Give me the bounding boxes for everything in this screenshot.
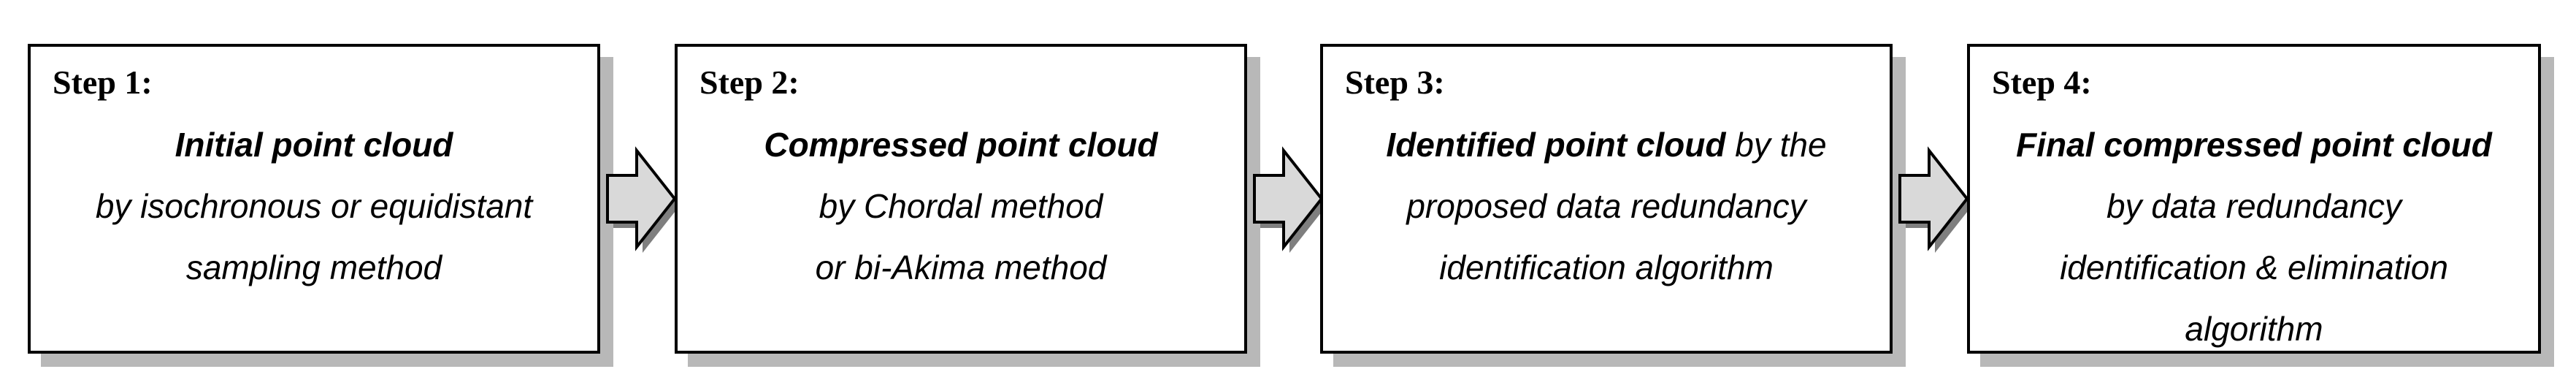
step-1-line-2: by isochronous or equidistant bbox=[31, 175, 597, 237]
step-4-line-1: Final compressed point cloud bbox=[1970, 114, 2538, 175]
step-4-line-1-bold: Final compressed point cloud bbox=[2016, 126, 2492, 164]
step-3-description: Identified point cloud by the proposed d… bbox=[1323, 114, 1890, 298]
arrow-right-icon bbox=[606, 146, 681, 253]
step-2-line-1-bold: Compressed point cloud bbox=[764, 126, 1158, 164]
step-1-box: Step 1: Initial point cloud by isochrono… bbox=[28, 44, 600, 354]
step-3-line-1-bold: Identified point cloud bbox=[1386, 126, 1726, 164]
step-4-line-2: by data redundancy bbox=[1970, 175, 2538, 237]
step-1-line-1: Initial point cloud bbox=[31, 114, 597, 175]
step-2-box: Step 2: Compressed point cloud by Chorda… bbox=[675, 44, 1247, 354]
step-1-line-1-bold: Initial point cloud bbox=[175, 126, 453, 164]
step-4-box: Step 4: Final compressed point cloud by … bbox=[1967, 44, 2541, 354]
step-2-title: Step 2: bbox=[699, 64, 800, 101]
step-2-line-3-text: or bi-Akima method bbox=[815, 248, 1107, 286]
step-3-box: Step 3: Identified point cloud by the pr… bbox=[1320, 44, 1893, 354]
step-1-line-2-text: by isochronous or equidistant bbox=[95, 187, 533, 225]
step-4-line-4: algorithm bbox=[1970, 298, 2538, 360]
step-3-line-1-text: by the bbox=[1725, 126, 1827, 164]
step-3-line-3-text: identification algorithm bbox=[1439, 248, 1774, 286]
step-2-line-2: by Chordal method bbox=[678, 175, 1244, 237]
step-4-title: Step 4: bbox=[1992, 64, 2092, 101]
step-3-title: Step 3: bbox=[1345, 64, 1445, 101]
step-4-line-3: identification & elimination bbox=[1970, 237, 2538, 298]
step-2-line-2-text: by Chordal method bbox=[819, 187, 1103, 225]
step-3-line-2: proposed data redundancy bbox=[1323, 175, 1890, 237]
step-3-line-1: Identified point cloud by the bbox=[1323, 114, 1890, 175]
step-3-line-2-text: proposed data redundancy bbox=[1406, 187, 1806, 225]
step-2-description: Compressed point cloud by Chordal method… bbox=[678, 114, 1244, 298]
arrow-right-icon bbox=[1253, 146, 1327, 253]
step-1-line-3: sampling method bbox=[31, 237, 597, 298]
step-1-line-3-text: sampling method bbox=[185, 248, 442, 286]
step-2-line-1: Compressed point cloud bbox=[678, 114, 1244, 175]
step-3-line-3: identification algorithm bbox=[1323, 237, 1890, 298]
arrow-right-icon bbox=[1898, 146, 1973, 253]
step-4-line-2-text: by data redundancy bbox=[2106, 187, 2402, 225]
step-4-description: Final compressed point cloud by data red… bbox=[1970, 114, 2538, 360]
step-2-line-3: or bi-Akima method bbox=[678, 237, 1244, 298]
step-1-description: Initial point cloud by isochronous or eq… bbox=[31, 114, 597, 298]
step-4-line-3-text: identification & elimination bbox=[2060, 248, 2448, 286]
step-4-line-4-text: algorithm bbox=[2185, 310, 2323, 348]
step-1-title: Step 1: bbox=[53, 64, 153, 101]
